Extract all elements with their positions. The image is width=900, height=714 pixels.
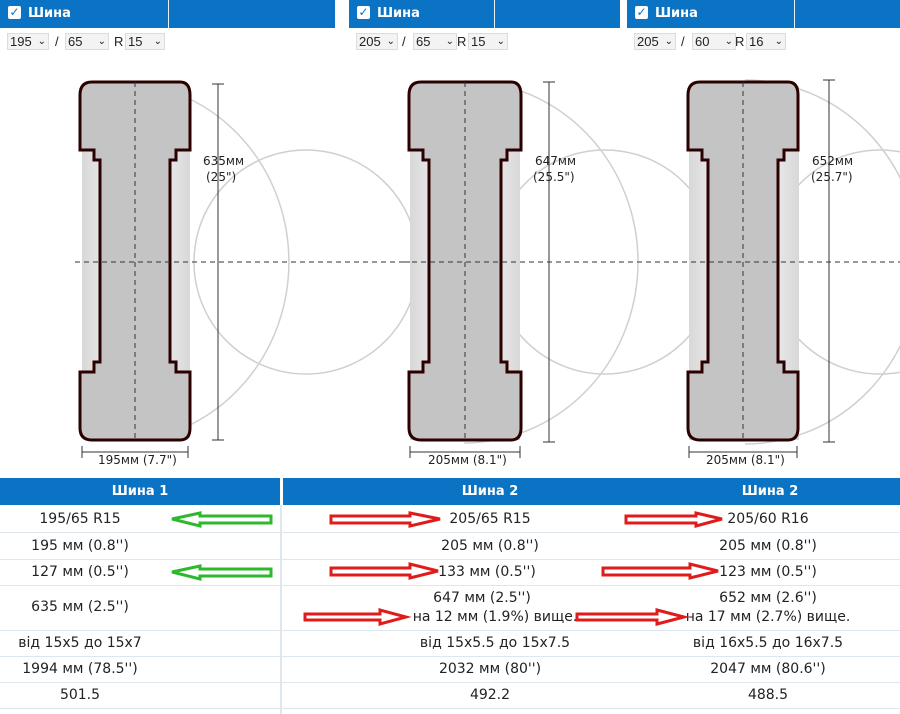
separator: /	[681, 34, 685, 49]
checkbox-icon[interactable]: ✓	[635, 5, 648, 19]
table-cell: 501.5	[59, 687, 101, 703]
table-cell: 635 мм (2.5'')	[31, 599, 129, 615]
tire2-width-label: 205мм (8.1")	[428, 453, 507, 467]
table-cell: від 15x5 до 15x7	[18, 635, 142, 651]
rim-select[interactable]: 16⌄	[746, 33, 786, 50]
table-cell: 195 мм (0.8'')	[31, 538, 129, 554]
rim-prefix: R	[114, 34, 124, 49]
red-arrow-right-icon	[303, 608, 412, 626]
width-select[interactable]: 205⌄	[634, 33, 676, 50]
checkbox-icon[interactable]: ✓	[357, 5, 370, 19]
tire1-cross-section	[75, 80, 419, 458]
tire3-header: ✓ Шина	[627, 0, 900, 28]
table-cell: 2047 мм (80.6'')	[710, 661, 826, 677]
red-arrow-right-icon	[329, 511, 441, 528]
tire3-diameter-mm: 652мм	[812, 154, 853, 168]
tire2-diameter-in: (25.5")	[533, 170, 575, 184]
tire2-diameter-mm: 647мм	[535, 154, 576, 168]
table-cell: 123 мм (0.5'')	[719, 564, 817, 580]
chevron-down-icon: ⌄	[153, 36, 162, 47]
tire1-diameter-mm: 635мм	[203, 154, 244, 168]
table-header-tire2	[283, 478, 900, 505]
tire-outline-arc	[134, 82, 290, 442]
header-divider	[168, 0, 169, 28]
header-divider	[794, 0, 795, 28]
red-arrow-right-icon	[329, 562, 439, 580]
table-cell: 2032 мм (80'')	[438, 661, 542, 677]
table-cell: 1994 мм (78.5'')	[22, 661, 138, 677]
tire-outline-arc	[744, 79, 900, 445]
chevron-down-icon: ⌄	[664, 36, 673, 47]
chevron-down-icon: ⌄	[386, 36, 395, 47]
chevron-down-icon: ⌄	[445, 36, 454, 47]
table-cell: 127 мм (0.5'')	[31, 564, 129, 580]
table-cell: 647 мм (2.5'')	[433, 590, 531, 606]
red-arrow-right-icon	[601, 562, 719, 580]
red-arrow-right-icon	[575, 608, 690, 626]
tire1-diameter-in: (25")	[206, 170, 236, 184]
row-divider	[0, 585, 900, 586]
ratio-select[interactable]: 65⌄	[413, 33, 457, 50]
width-select[interactable]: 195⌄	[7, 33, 49, 50]
rim-prefix: R	[457, 34, 467, 49]
row-divider	[0, 630, 900, 631]
rim-select[interactable]: 15⌄	[125, 33, 165, 50]
table-cell: 652 мм (2.6'')	[719, 590, 817, 606]
tire1-width-label: 195мм (7.7")	[98, 453, 177, 467]
checkbox-icon[interactable]: ✓	[8, 5, 21, 19]
row-divider	[0, 559, 900, 560]
chevron-down-icon: ⌄	[774, 36, 783, 47]
green-arrow-left-icon	[171, 511, 273, 528]
diff-note: на 12 мм (1.9%) вище.	[412, 609, 578, 625]
separator: /	[55, 34, 59, 49]
table-cell: 488.5	[747, 687, 789, 703]
tire-diagrams: 635мм (25") 195мм (7.7") 647мм (25.5") 2…	[75, 79, 900, 467]
tire3-diameter-in: (25.7")	[811, 170, 853, 184]
table-cell: від 16x5.5 до 16x7.5	[692, 635, 844, 651]
table-cell: 492.2	[469, 687, 511, 703]
table-cell: від 15x5.5 до 15x7.5	[419, 635, 571, 651]
table-cell: 205 мм (0.8'')	[441, 538, 539, 554]
row-divider	[0, 656, 900, 657]
rim-prefix: R	[735, 34, 745, 49]
tire3-title: Шина	[655, 6, 698, 21]
header-divider	[494, 0, 495, 28]
tire2-header: ✓ Шина	[349, 0, 620, 28]
tire1-header: ✓ Шина	[0, 0, 335, 28]
rim-select[interactable]: 15⌄	[468, 33, 508, 50]
table-cell: 205 мм (0.8'')	[719, 538, 817, 554]
tire-profile	[686, 80, 800, 442]
diff-note: на 17 мм (2.7%) вище.	[685, 609, 851, 625]
ratio-select[interactable]: 65⌄	[65, 33, 109, 50]
chevron-down-icon: ⌄	[37, 36, 46, 47]
chevron-down-icon: ⌄	[97, 36, 106, 47]
table-header-tire3-col: Шина 2	[741, 484, 799, 499]
table-header-tire1: Шина 1	[0, 478, 280, 505]
separator: /	[402, 34, 406, 49]
green-arrow-left-icon	[171, 564, 273, 581]
row-divider	[0, 708, 900, 709]
table-cell: 205/65 R15	[449, 511, 531, 527]
ratio-select[interactable]: 60⌄	[692, 33, 736, 50]
row-divider	[0, 682, 900, 683]
tire3-width-label: 205мм (8.1")	[706, 453, 785, 467]
table-cell: 195/65 R15	[39, 511, 121, 527]
tire3-cross-section	[682, 79, 900, 458]
tire-profile	[407, 80, 523, 442]
tire1-title: Шина	[28, 6, 71, 21]
row-divider	[0, 532, 900, 533]
red-arrow-right-icon	[624, 511, 723, 528]
table-header-tire2-col: Шина 2	[461, 484, 519, 499]
chevron-down-icon: ⌄	[496, 36, 505, 47]
column-divider	[280, 505, 282, 714]
chevron-down-icon: ⌄	[724, 36, 733, 47]
table-cell: 205/60 R16	[727, 511, 809, 527]
tire-profile	[78, 80, 192, 442]
table-cell: 133 мм (0.5'')	[438, 564, 536, 580]
tire2-title: Шина	[377, 6, 420, 21]
width-select[interactable]: 205⌄	[356, 33, 398, 50]
